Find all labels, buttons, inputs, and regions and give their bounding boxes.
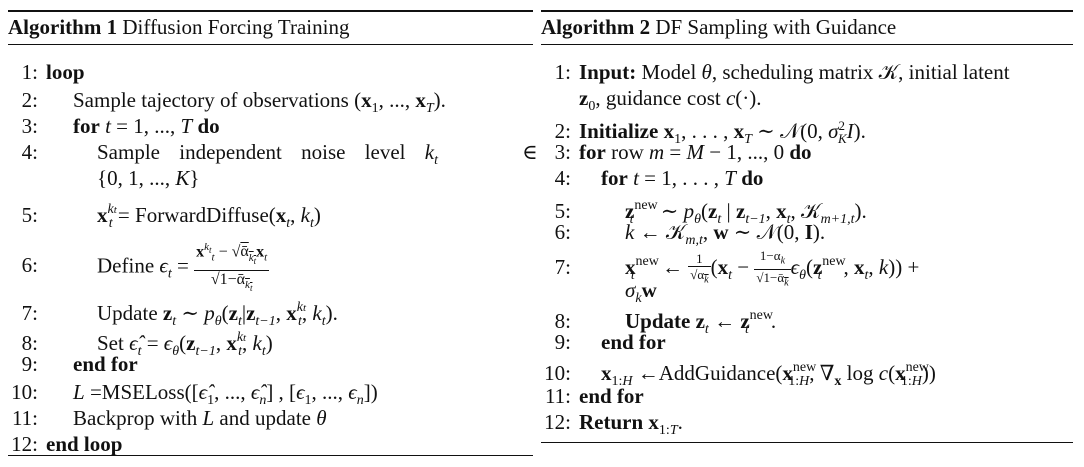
algo-line: 12:end loop	[11, 432, 123, 456]
algo-line: 3:for row m = M − 1, ..., 0 do	[554, 140, 812, 164]
algorithm-label: Algorithm 1	[8, 15, 118, 39]
algo-line: 8:Update zt ← znewt.	[554, 308, 777, 337]
algorithm-label: Algorithm 2	[541, 15, 651, 39]
algorithm-title: Algorithm 2 DF Sampling with Guidance	[541, 15, 896, 40]
bottom-rule	[8, 455, 533, 456]
algorithm-title: Algorithm 1 Diffusion Forcing Training	[8, 15, 349, 40]
algo-line: 10:x1:H ←AddGuidance(xnew1:H, ∇x log c(x…	[544, 360, 936, 389]
algo-line: 3:for t = 1, ..., T do	[21, 114, 220, 138]
algo-line-continued: σkw	[625, 278, 657, 306]
algorithm-name: DF Sampling with Guidance	[655, 15, 897, 39]
algorithm-name: Diffusion Forcing Training	[122, 15, 350, 39]
header-rule	[541, 44, 1073, 45]
algo-line: 1:loop	[21, 60, 85, 84]
algo-line: 4:Sample independent noise level kt∈	[21, 140, 538, 168]
algo-line: 11:Backprop with L and update θ	[11, 406, 327, 430]
bottom-rule	[541, 442, 1073, 443]
header-rule	[8, 44, 533, 45]
algo-line-continued: z0, guidance cost c(·).	[579, 86, 762, 114]
algo-line: 11:end for	[544, 384, 644, 408]
algo-line: 10:L =MSELoss([ϵ̂1, ..., ϵ̂n] , [ϵ1, ...…	[11, 380, 378, 408]
top-rule	[8, 10, 533, 12]
algo-line: 6:k ← 𝒦m,t, w ∼ 𝒩(0, I).	[554, 220, 826, 248]
algo-line: 2:Initialize x1, . . . , xT ∼ 𝒩(0, σ2KI)…	[554, 118, 866, 147]
algo-line: 5:xktt = ForwardDiffuse(xt, kt)	[21, 202, 321, 231]
algo-line: 12:Return x1:T.	[544, 410, 683, 438]
algo-line: 4:for t = 1, . . . , T do	[554, 166, 764, 190]
top-rule	[541, 10, 1073, 12]
algo-line: 1:Input: Model θ, scheduling matrix 𝒦, i…	[554, 60, 1010, 84]
algo-line: 6:Define ϵt = xktt − √ᾱktxt√1−ᾱkt	[8, 238, 270, 293]
algo-line: 8:Set ϵ̂t = ϵθ(zt−1, xktt, kt)	[21, 330, 273, 359]
algo-line: 2:Sample tajectory of observations (x1, …	[21, 88, 446, 116]
algo-line-continued: {0, 1, ..., K}	[97, 166, 200, 190]
algo-line: 7:Update zt ∼ pθ(zt|zt−1, xktt, kt).	[21, 300, 338, 329]
algo-line: 9:end for	[554, 330, 666, 354]
algo-line: 9:end for	[21, 352, 138, 376]
algo-line: 5:znewt ∼ pθ(zt | zt−1, xt, 𝒦m+1,t).	[554, 198, 867, 227]
